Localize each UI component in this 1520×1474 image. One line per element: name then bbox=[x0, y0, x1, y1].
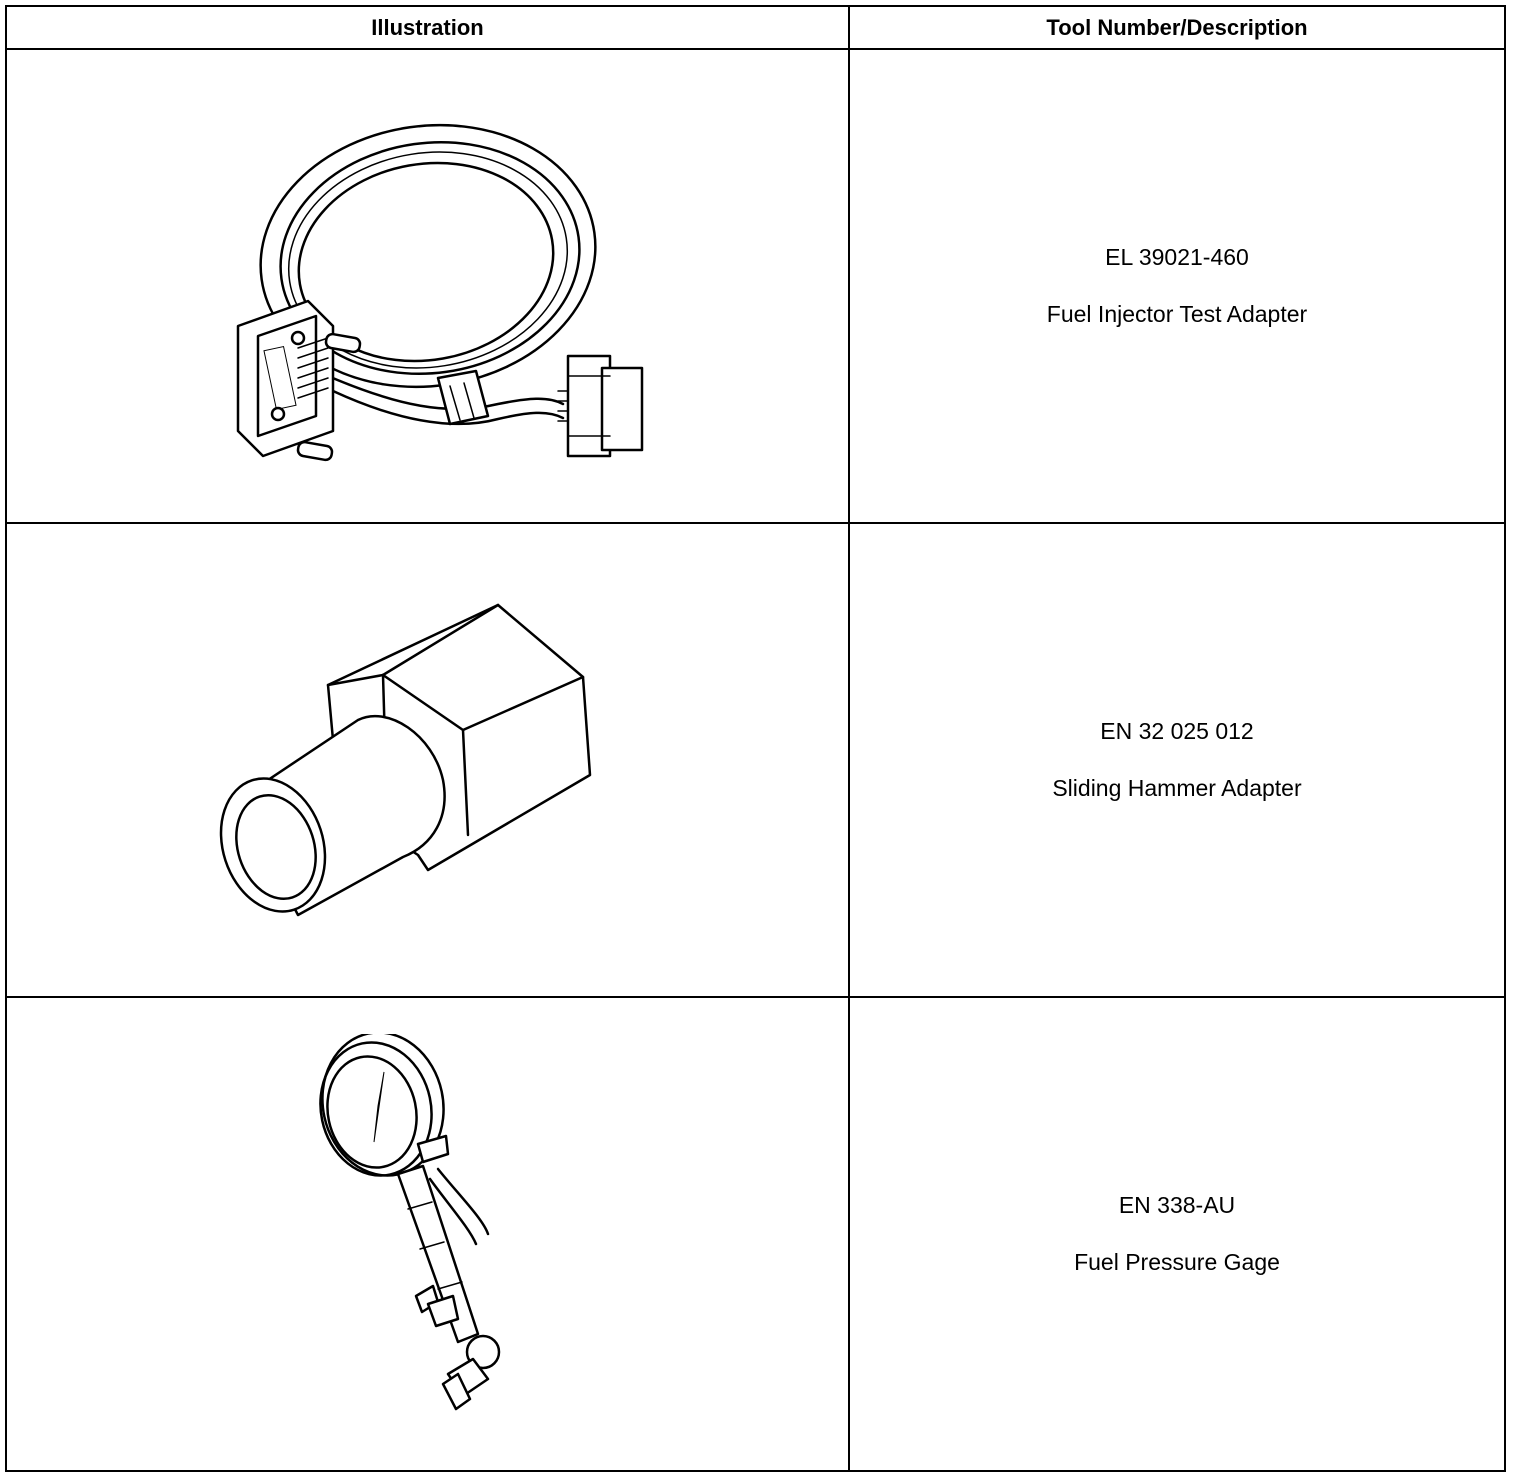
tool-description: Sliding Hammer Adapter bbox=[1052, 775, 1302, 801]
illustration-cell bbox=[5, 522, 850, 998]
tool-number: EN 338-AU bbox=[1118, 1192, 1236, 1218]
header-illustration: Illustration bbox=[5, 5, 850, 50]
tool-description: Fuel Injector Test Adapter bbox=[1046, 301, 1308, 327]
special-tools-table: Illustration Tool Number/Description bbox=[5, 5, 1506, 1472]
tool-description-cell: EN 338-AU Fuel Pressure Gage bbox=[848, 996, 1506, 1472]
tool-number: EN 32 025 012 bbox=[1100, 718, 1254, 744]
hex-adapter-icon bbox=[219, 603, 591, 917]
tool-description: Fuel Pressure Gage bbox=[1074, 1249, 1280, 1275]
tool-description-cell: EN 32 025 012 Sliding Hammer Adapter bbox=[848, 522, 1506, 998]
illustration-cell bbox=[5, 996, 850, 1472]
table-row: EN 32 025 012 Sliding Hammer Adapter bbox=[5, 522, 1506, 998]
table-row: EL 39021-460 Fuel Injector Test Adapter bbox=[5, 48, 1506, 524]
table-row: EN 338-AU Fuel Pressure Gage bbox=[5, 996, 1506, 1472]
tool-description-cell: EL 39021-460 Fuel Injector Test Adapter bbox=[848, 48, 1506, 524]
pressure-gauge-icon bbox=[318, 1034, 500, 1411]
cable-harness-adapter-icon bbox=[236, 123, 643, 462]
header-tool-number-description: Tool Number/Description bbox=[848, 5, 1506, 50]
tool-number: EL 39021-460 bbox=[1105, 244, 1249, 270]
table-header-row: Illustration Tool Number/Description bbox=[5, 5, 1506, 50]
illustration-cell bbox=[5, 48, 850, 524]
